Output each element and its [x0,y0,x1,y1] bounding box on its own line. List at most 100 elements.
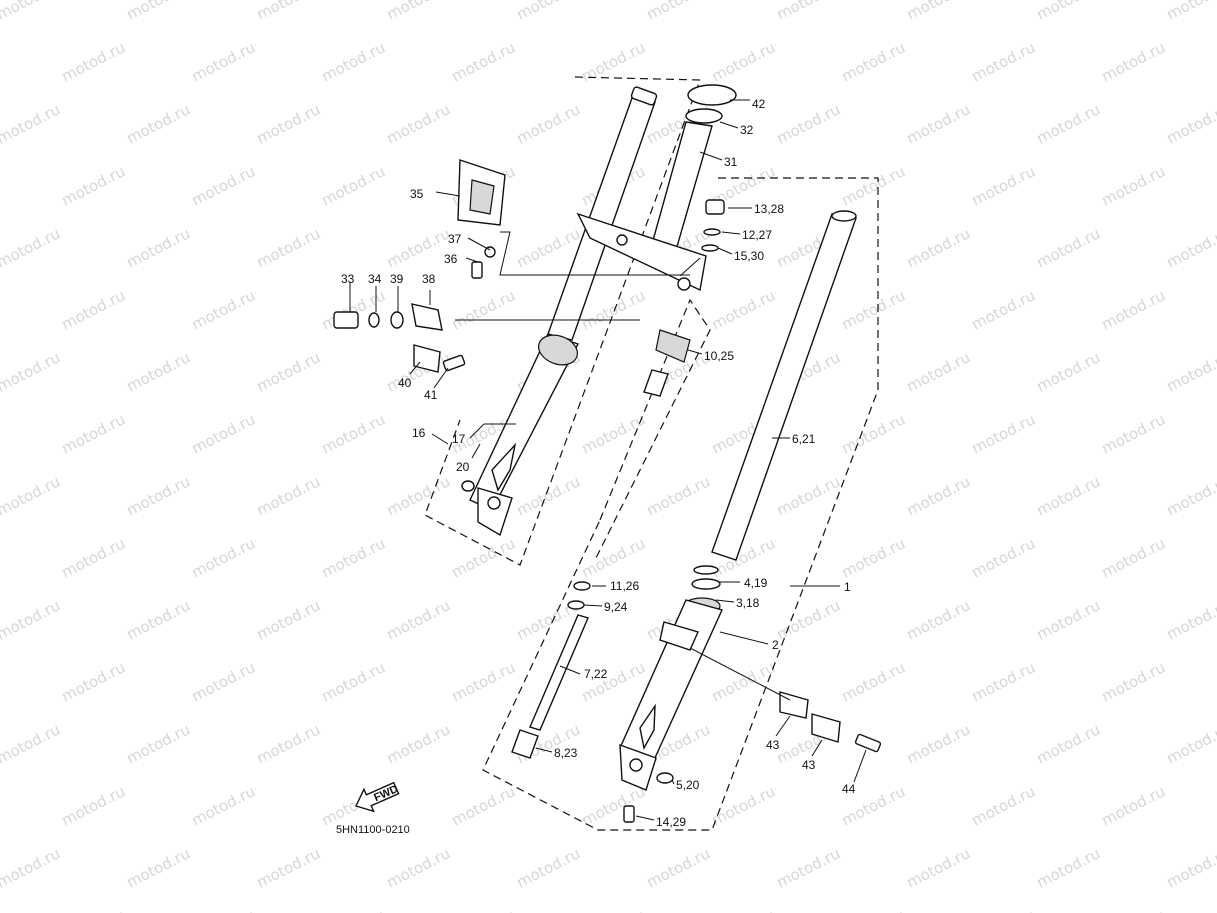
cable-holder-43b [811,713,841,743]
watermark-text: motod.ru [124,472,193,519]
watermark-text: motod.ru [449,906,518,913]
watermark-text: motod.ru [1099,906,1168,913]
watermark-text: motod.ru [1034,224,1103,271]
watermark-text: motod.ru [319,658,388,705]
watermark-text: motod.ru [384,224,453,271]
watermark-text: motod.ru [514,844,583,891]
watermark-text: motod.ru [839,410,908,457]
callout-31: 31 [724,155,738,169]
watermark-text: motod.ru [969,658,1038,705]
right-tube-top [831,210,857,222]
watermark-text: motod.ru [774,0,843,24]
right-slide-metal [693,565,719,575]
washer-12 [703,228,721,236]
left-dust-seal [538,334,578,366]
watermark-text: motod.ru [1164,0,1217,24]
watermark-text: motod.ru [1099,38,1168,85]
o-ring-15 [701,244,719,252]
callout-35: 35 [410,187,424,201]
watermark-text: motod.ru [1099,410,1168,457]
watermark-text: motod.ru [59,658,128,705]
watermark-text: motod.ru [904,596,973,643]
watermark-text: motod.ru [254,224,323,271]
watermark-text: motod.ru [839,162,908,209]
watermark-text: motod.ru [319,38,388,85]
bracket-pinch-bolt [677,277,691,291]
callout-4-19: 4,19 [744,576,768,590]
left-fork-assembly [469,86,658,537]
watermark-text: motod.ru [189,906,258,913]
watermark-text: motod.ru [1034,844,1103,891]
callout-32: 32 [740,123,754,137]
bolt-13 [705,199,725,215]
callout-9-24: 9,24 [604,600,628,614]
drain-bolt-14 [623,805,635,823]
watermark-text: motod.ru [774,100,843,147]
watermark-text: motod.ru [0,0,63,24]
watermark-text: motod.ru [254,0,323,24]
watermark-text: motod.ru [59,410,128,457]
watermark-text: motod.ru [579,286,648,333]
assembly-outlines [424,76,879,831]
watermark-text: motod.ru [579,658,648,705]
watermark-text: motod.ru [0,720,63,767]
watermark-text: motod.ru [0,596,63,643]
watermark-text: motod.ru [1164,596,1217,643]
watermark-text: motod.ru [969,38,1038,85]
watermark-text: motod.ru [1164,100,1217,147]
watermark-text: motod.ru [449,38,518,85]
top-bearing-race [687,84,737,106]
watermark-text: motod.ru [774,596,843,643]
damper-cap [655,329,691,363]
right-axle-hole [629,758,643,772]
callout-42: 42 [752,97,766,111]
damper-rod-assembly [511,329,691,759]
watermark-text: motod.ru [774,472,843,519]
right-caliper-mount [639,703,656,751]
bolt-41 [442,354,466,372]
watermark-text: motod.ru [1034,472,1103,519]
watermark-text: motod.ru [0,224,63,271]
watermark-text: motod.ru [1034,0,1103,24]
watermark-text: motod.ru [384,0,453,24]
callout-5-20: 5,20 [676,778,700,792]
watermark-text: motod.ru [1164,472,1217,519]
callout-34: 34 [368,272,382,286]
bearing [685,108,723,124]
watermark-text: motod.ru [514,472,583,519]
callout-8-23: 8,23 [554,746,578,760]
watermark-text: motod.ru [969,534,1038,581]
watermark-text: motod.ru [59,534,128,581]
fender-bracket-inner [469,179,495,215]
watermark-text: motod.ru [0,844,63,891]
clamp-38 [411,303,443,331]
watermark-text: motod.ru [1164,224,1217,271]
right-fork-group-outline [482,177,879,831]
watermark-text: motod.ru [709,658,778,705]
callout-3-18: 3,18 [736,596,760,610]
watermark-text: motod.ru [59,782,128,829]
rod-ring-11 [573,581,591,591]
callout-6-21: 6,21 [792,432,816,446]
watermark-text: motod.ru [514,100,583,147]
callout-38: 38 [422,272,436,286]
watermark-text: motod.ru [839,658,908,705]
callout-43b: 43 [802,758,816,772]
cable-holder-43a [779,691,809,719]
callout-15-30: 15,30 [734,249,764,263]
callout-39: 39 [390,272,404,286]
callout-7-22: 7,22 [584,667,608,681]
watermark-text: motod.ru [579,534,648,581]
gasket-5 [656,772,674,784]
bolt-33 [333,311,359,329]
callout-11-26: 11,26 [610,579,639,593]
watermark-text: motod.ru [124,596,193,643]
watermark-text: motod.ru [189,286,258,333]
watermark-text: motod.ru [709,286,778,333]
fender-bracket-hardware [333,159,882,823]
watermark-text: motod.ru [904,100,973,147]
watermark-text: motod.ru [384,596,453,643]
fwd-arrow-icon [355,781,400,813]
watermark-text: motod.ru [124,348,193,395]
watermark-text: motod.ru [579,410,648,457]
